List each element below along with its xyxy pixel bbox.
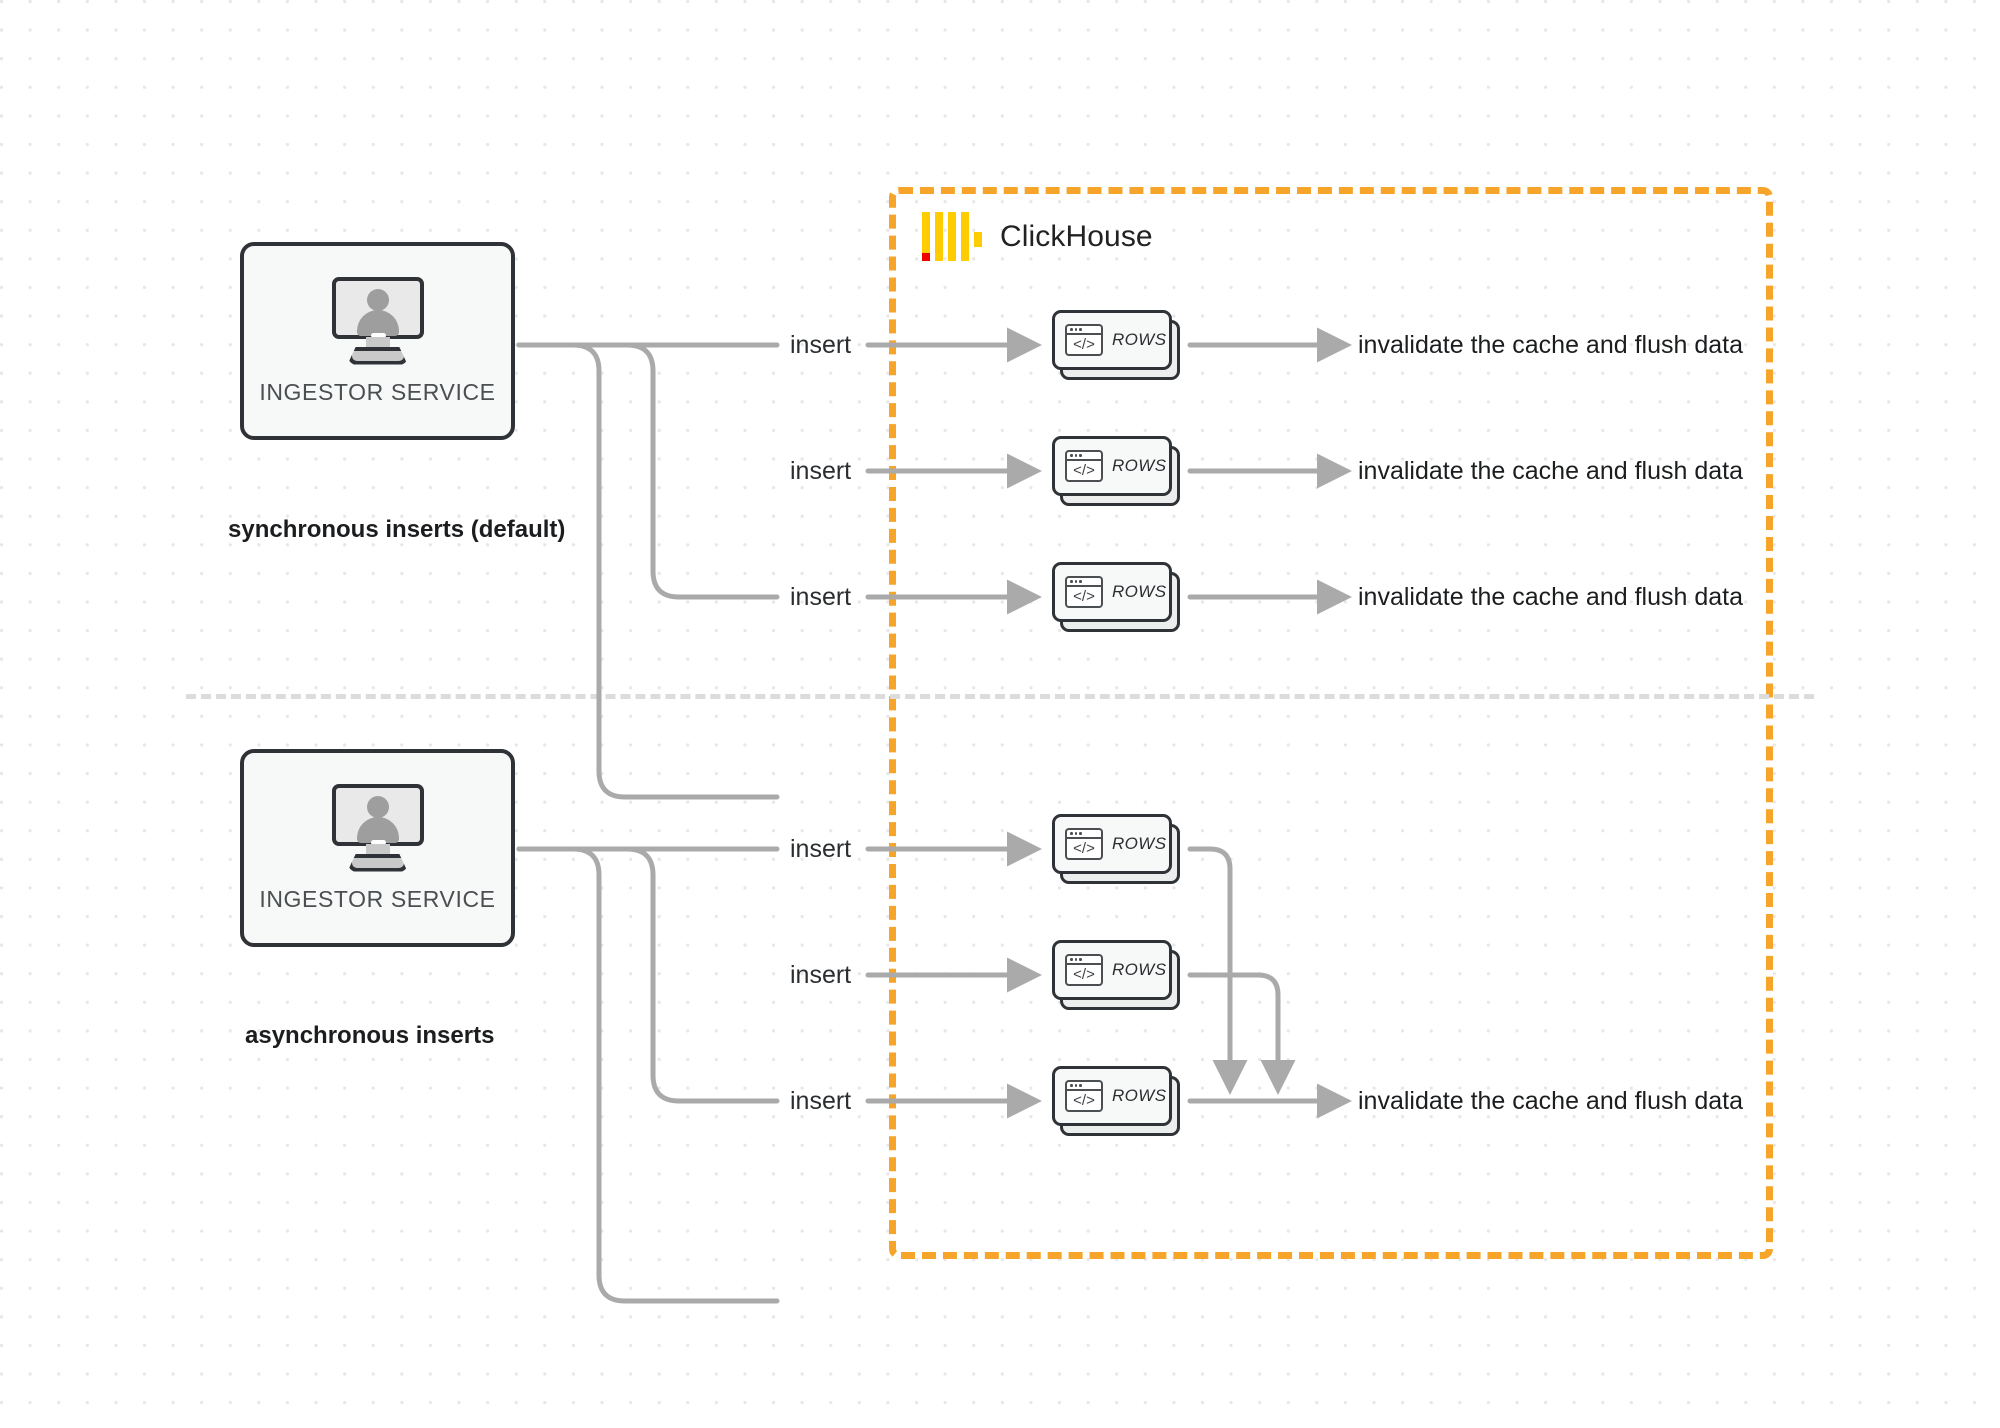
rows-card-label: ROWS	[1112, 960, 1167, 979]
monitor-user-icon	[326, 783, 430, 872]
clickhouse-wordmark: ClickHouse	[1000, 219, 1153, 253]
ingestor-service-box-async: INGESTOR SERVICE	[240, 749, 515, 947]
section-caption-sync: synchronous inserts (default)	[228, 516, 566, 543]
monitor-user-icon	[326, 276, 430, 365]
insert-label-async-3: insert	[790, 1087, 852, 1115]
ingestor-service-label-sync: INGESTOR SERVICE	[259, 378, 496, 405]
code-window-icon: </>	[1065, 828, 1103, 860]
rows-card-label: ROWS	[1112, 834, 1167, 853]
code-window-icon: </>	[1065, 324, 1103, 356]
rows-card-async-1: </> ROWS	[1052, 814, 1180, 884]
insert-label-async-1: insert	[790, 835, 852, 863]
rows-card-sync-1: </> ROWS	[1052, 310, 1180, 380]
clickhouse-logo-icon	[922, 212, 982, 261]
code-window-icon: </>	[1065, 1080, 1103, 1112]
insert-label-sync-1: insert	[790, 331, 852, 359]
rows-card-label: ROWS	[1112, 1086, 1167, 1105]
ingestor-service-label-async: INGESTOR SERVICE	[259, 885, 496, 912]
insert-label-async-2: insert	[790, 961, 852, 989]
rows-card-async-2: </> ROWS	[1052, 940, 1180, 1010]
rows-card-sync-3: </> ROWS	[1052, 562, 1180, 632]
code-window-icon: </>	[1065, 576, 1103, 608]
code-window-icon: </>	[1065, 954, 1103, 986]
rows-card-label: ROWS	[1112, 456, 1167, 475]
clickhouse-brand: ClickHouse	[922, 212, 1153, 261]
outcome-text-sync-2: invalidate the cache and flush data	[1358, 457, 1743, 485]
outcome-text-async: invalidate the cache and flush data	[1358, 1087, 1743, 1115]
insert-label-sync-2: insert	[790, 457, 852, 485]
insert-label-sync-3: insert	[790, 583, 852, 611]
ingestor-service-box-sync: INGESTOR SERVICE	[240, 242, 515, 440]
rows-card-label: ROWS	[1112, 330, 1167, 349]
section-caption-async: asynchronous inserts	[245, 1022, 495, 1049]
outcome-text-sync-3: invalidate the cache and flush data	[1358, 583, 1743, 611]
section-divider	[186, 694, 1814, 699]
rows-card-label: ROWS	[1112, 582, 1167, 601]
code-window-icon: </>	[1065, 450, 1103, 482]
rows-card-sync-2: </> ROWS	[1052, 436, 1180, 506]
rows-card-async-3: </> ROWS	[1052, 1066, 1180, 1136]
outcome-text-sync-1: invalidate the cache and flush data	[1358, 331, 1743, 359]
clickhouse-boundary	[889, 187, 1773, 1259]
